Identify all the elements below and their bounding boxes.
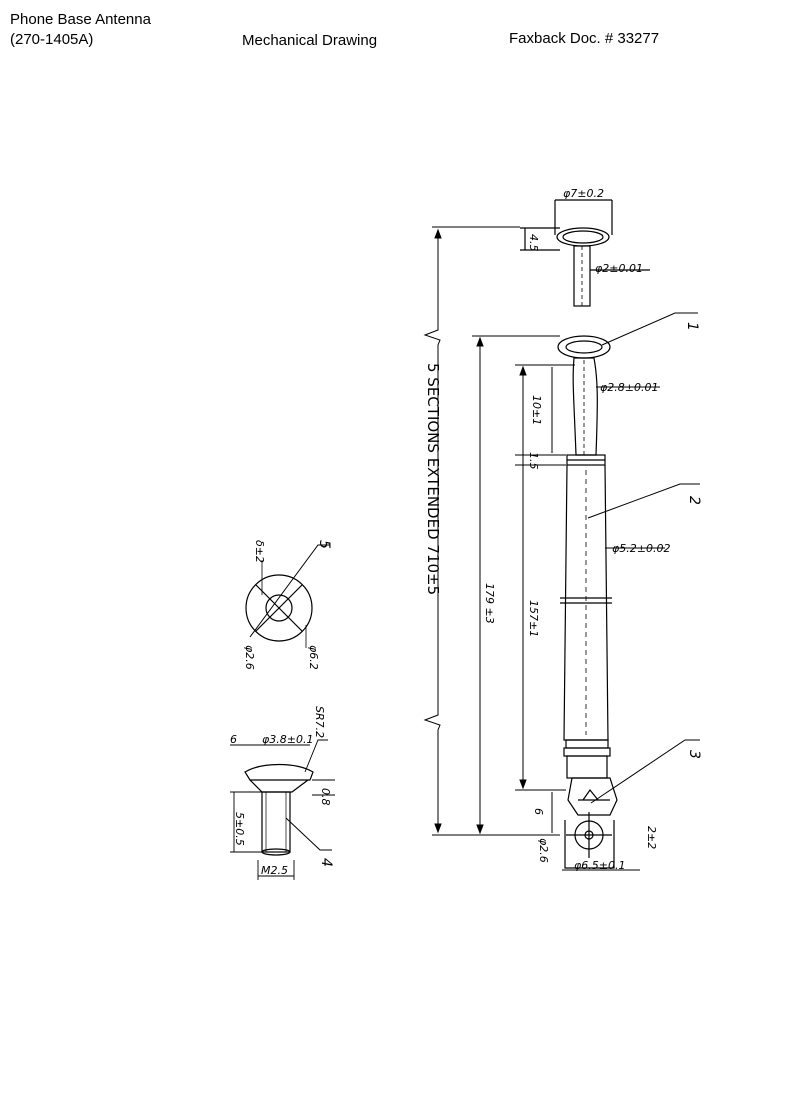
washer-top-label: δ±2 [253,540,266,563]
top-diameter-label: φ2.8±0.01 [600,381,658,394]
section-gap-label: 1.5 [527,452,540,470]
washer [245,560,313,648]
screw-head-left-label: 6 [230,733,237,746]
washer-inner-label: φ2.6 [243,645,256,670]
drawing-type-label: Mechanical Drawing [242,32,378,49]
top-section-label: 10±1 [530,395,543,425]
screw-thread-label: M2.5 [261,864,288,877]
screw [230,739,335,880]
antenna-body [557,335,618,869]
screw-head-radius-label: SR7.2 [313,706,326,738]
callout-5: 5 [316,540,332,549]
callout-3: 3 [686,750,702,759]
title-line-1: Phone Base Antenna [10,11,151,28]
antenna-dimension-lines [423,226,665,871]
document-title: Phone Base Antenna (270-1405A) [10,10,151,50]
tip-cap [520,199,650,307]
body-diameter-label: φ5.2±0.02 [612,542,670,555]
cap-diameter-label: φ7±0.2 [563,187,604,200]
base-height-label: 6 [532,808,545,815]
faxback-doc-number: Faxback Doc. # 33277 [509,30,660,47]
pin-diameter-label: φ2±0.01 [595,262,643,275]
shaft-length-label: 157±1 [527,600,540,637]
callout-4: 4 [318,858,334,867]
callout-1: 1 [684,322,700,331]
screw-head-diameter-label: φ3.8±0.1 [262,733,313,746]
screw-head-height-label: 0.8 [319,788,332,806]
washer-outer-label: φ6.2 [307,645,320,670]
screw-shank-label: 5±0.5 [233,812,246,846]
title-line-2: (270-1405A) [10,31,94,48]
callout-2: 2 [686,496,702,505]
collapsed-length-label: 179 ±3 [483,583,496,624]
base-width-label: φ6.5±0.1 [574,859,625,872]
extended-length-label: 5 SECTIONS EXTENDED 710±5 [424,363,442,595]
base-hole-label: φ2.6 [537,838,550,863]
cap-height-label: 4.5 [527,234,540,252]
callout-leaders [249,312,700,851]
base-thickness-label: 2±2 [645,826,658,849]
